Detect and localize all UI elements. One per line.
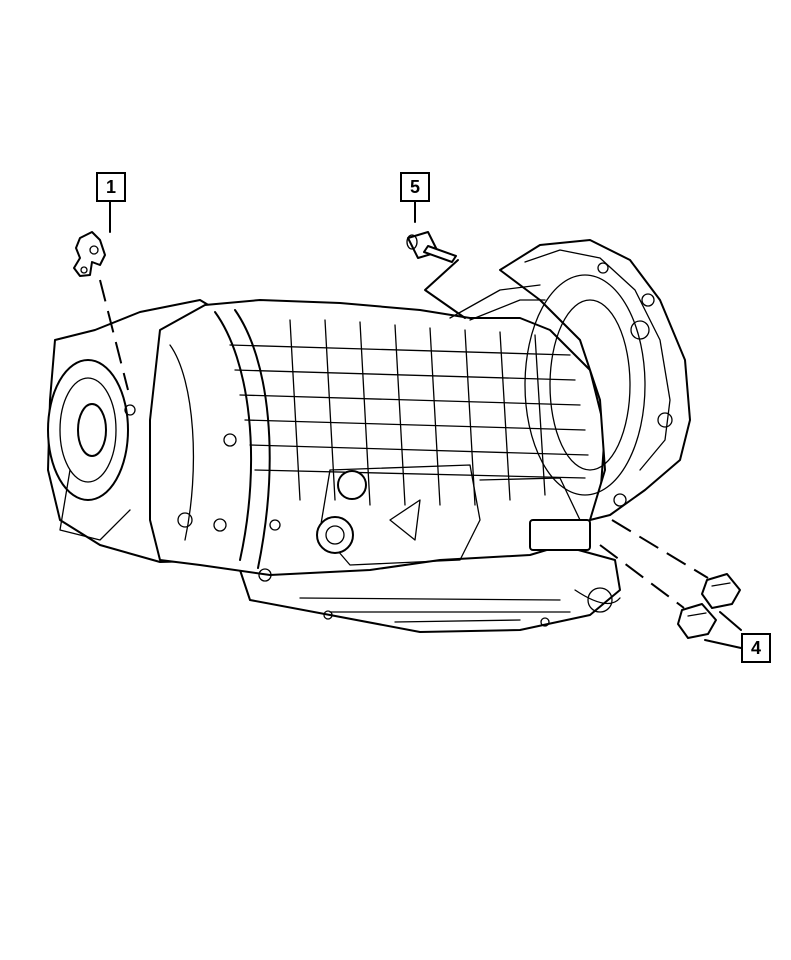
callout-1-label: 1	[96, 172, 126, 202]
leader-zigzag-5	[424, 259, 466, 319]
leader-dashed-4a	[611, 519, 709, 579]
part-5-plug	[406, 231, 457, 263]
callout-4-label: 4	[741, 633, 771, 663]
leader-dashed-4b	[599, 544, 685, 609]
part-4-plug-upper	[701, 573, 741, 609]
callout-5-label: 5	[400, 172, 430, 202]
part-4-plug-lower	[677, 603, 717, 639]
bell-housing	[499, 239, 691, 521]
transmission-assembly	[47, 239, 691, 633]
part-1-bracket	[73, 231, 106, 277]
leader-dashed-1	[99, 279, 129, 391]
leader-line-4	[704, 611, 742, 649]
